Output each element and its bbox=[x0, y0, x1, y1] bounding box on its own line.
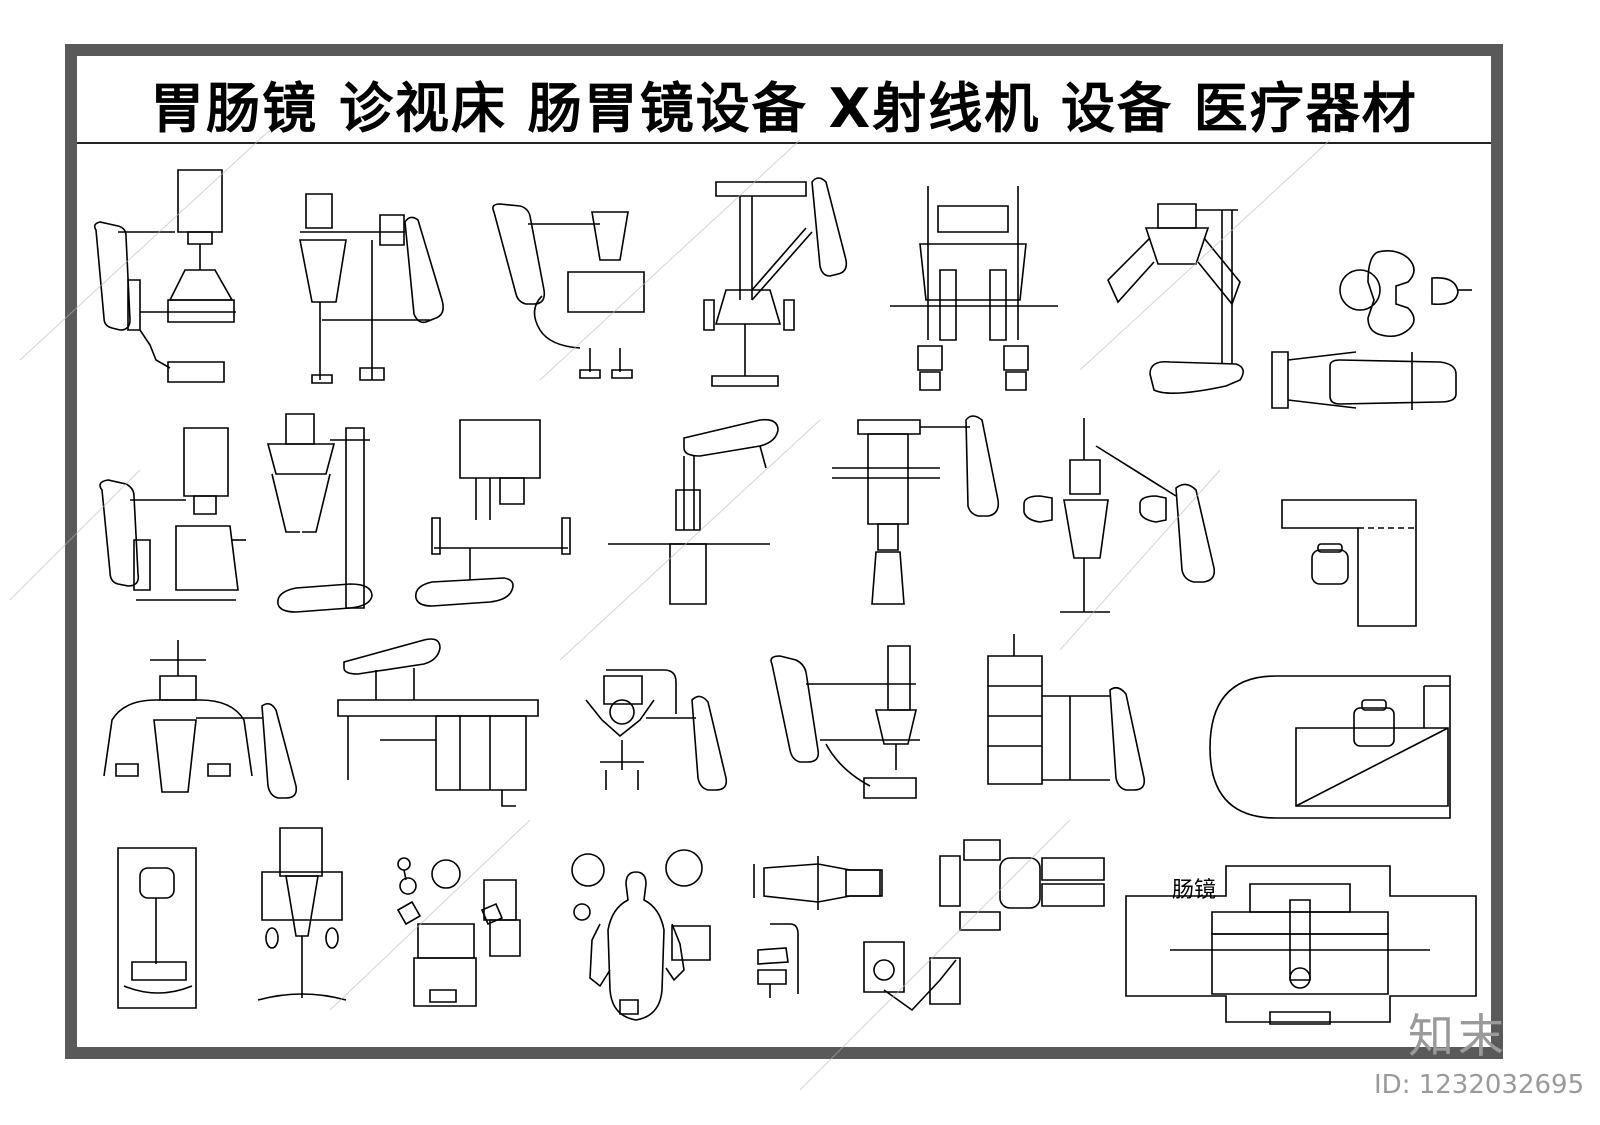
watermark-strips bbox=[10, 130, 1330, 1090]
equipment-drawing-1-1 bbox=[95, 170, 236, 382]
equipment-drawing-2-6 bbox=[1024, 418, 1214, 612]
sheet-title: 胃肠镜 诊视床 肠胃镜设备 X射线机 设备 医疗器材 bbox=[150, 77, 1418, 140]
equipment-drawing-3-5 bbox=[988, 634, 1144, 790]
equipment-drawing-4-3 bbox=[398, 858, 520, 1006]
equipment-drawing-2-3 bbox=[416, 420, 570, 606]
equipment-drawing-4-1 bbox=[118, 848, 196, 1008]
equipment-drawing-1-5 bbox=[890, 186, 1058, 390]
equipment-drawing-2-2 bbox=[268, 414, 372, 612]
equipment-drawing-1-3 bbox=[493, 204, 644, 378]
watermark-id: ID: 1232032695 bbox=[1374, 1070, 1585, 1100]
section-label: 肠镜 bbox=[1172, 878, 1217, 903]
equipment-drawing-2-1 bbox=[100, 428, 246, 600]
equipment-drawing-1-6 bbox=[1108, 204, 1243, 393]
watermark-logo: 知末 bbox=[1408, 1009, 1508, 1063]
equipment-drawing-1-7 bbox=[1272, 251, 1472, 410]
equipment-drawing-2-4 bbox=[608, 420, 778, 604]
equipment-drawing-3-3 bbox=[586, 670, 726, 790]
equipment-drawing-4-6 bbox=[864, 840, 1104, 1010]
sheet-canvas bbox=[77, 56, 1491, 1047]
equipment-drawing-4-2 bbox=[258, 828, 346, 1000]
equipment-drawing-2-7 bbox=[1282, 500, 1416, 626]
equipment-drawing-3-1 bbox=[104, 640, 296, 798]
equipment-drawing-3-6 bbox=[1210, 676, 1450, 818]
equipment-drawing-1-2 bbox=[300, 194, 443, 383]
equipment-drawing-3-4 bbox=[771, 646, 920, 798]
equipment-drawing-2-5 bbox=[832, 416, 998, 604]
equipment-drawing-4-7 bbox=[1126, 866, 1476, 1024]
equipment-drawing-4-4 bbox=[572, 850, 710, 1020]
equipment-drawing-3-2 bbox=[338, 639, 538, 806]
equipment-drawing-1-4 bbox=[704, 178, 846, 386]
equipment-drawing-4-5 bbox=[754, 856, 882, 998]
title-band bbox=[77, 56, 1491, 144]
